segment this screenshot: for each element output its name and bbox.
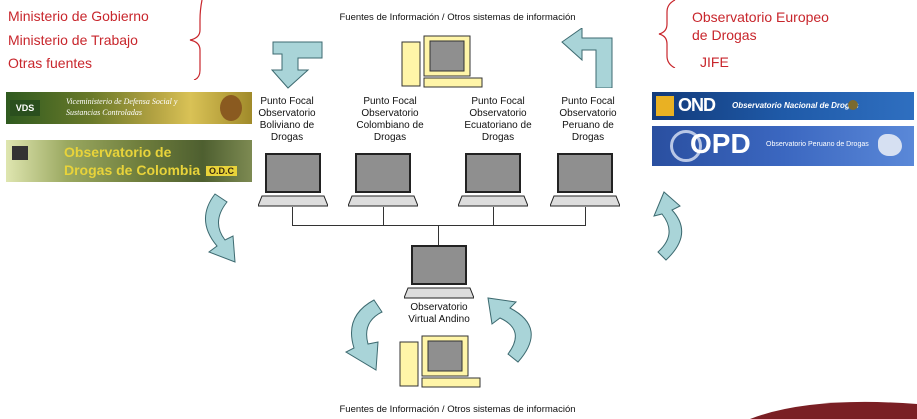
source-otras-fuentes: Otras fuentes [8,55,93,71]
link-central [438,225,439,245]
bolivia-observatory-banner: VDS Viceministerio de Defensa Social y S… [6,92,252,124]
bottom-source-computer-icon [399,335,481,388]
colombia-banner-title-1: Observatorio de [64,144,172,160]
opd-observatory-banner: OPD Observatorio Peruano de Drogas [652,126,914,166]
source-jife: JIFE [700,54,729,70]
curved-arrow-right-icon [653,191,682,261]
laptop-peru-icon [550,153,620,207]
colombia-coat-of-arms-icon [12,146,28,160]
top-source-computer-icon [401,35,483,88]
corner-swoosh-decoration [750,401,917,419]
curved-arrow-left-icon [205,193,236,263]
ond-observatory-banner: OND Observatorio Nacional de Drogas [652,92,914,120]
link-colombia [383,207,384,226]
link-ecuador [493,207,494,226]
network-bus [292,225,586,226]
arrow-up-left-icon [561,28,613,88]
laptop-ecuador-icon [458,153,528,207]
bolivia-banner-text: Viceministerio de Defensa Social y Susta… [66,97,178,117]
source-de-drogas: de Drogas [692,27,757,43]
source-ministerio-gobierno: Ministerio de Gobierno [8,8,149,24]
laptop-bolivia-icon [258,153,328,207]
top-caption: Fuentes de Información / Otros sistemas … [339,12,576,23]
ond-banner-text: Observatorio Nacional de Drogas [732,101,859,110]
ond-logo: OND [678,95,716,115]
vds-logo: VDS [10,100,40,116]
link-bolivia [292,207,293,226]
colombia-observatory-banner: Observatorio de Drogas de Colombia O.D.C [6,140,252,182]
curved-arrow-bottom-right-icon [487,297,532,363]
opd-logo: OPD [690,128,751,159]
bolivia-coat-of-arms-icon [220,95,242,121]
right-brace [658,0,676,68]
bottom-caption: Fuentes de Información / Otros sistemas … [339,404,576,415]
magnifier-icon [670,130,702,162]
laptop-colombia-icon [348,153,418,207]
left-brace [189,0,203,80]
link-peru [585,207,586,226]
opd-banner-text: Observatorio Peruano de Drogas [766,141,869,148]
peru-map-icon [878,134,902,156]
source-ministerio-trabajo: Ministerio de Trabajo [8,32,138,48]
ond-flag-icon [656,96,674,116]
source-observatorio-europeo: Observatorio Europeo [692,9,829,25]
laptop-central-icon [404,245,474,299]
odc-badge: O.D.C [206,166,238,176]
curved-arrow-bottom-left-icon [344,299,383,371]
arrow-down-left-icon [270,41,323,89]
ond-seal-icon [848,100,858,110]
colombia-banner-title-2: Drogas de Colombia [64,162,201,178]
